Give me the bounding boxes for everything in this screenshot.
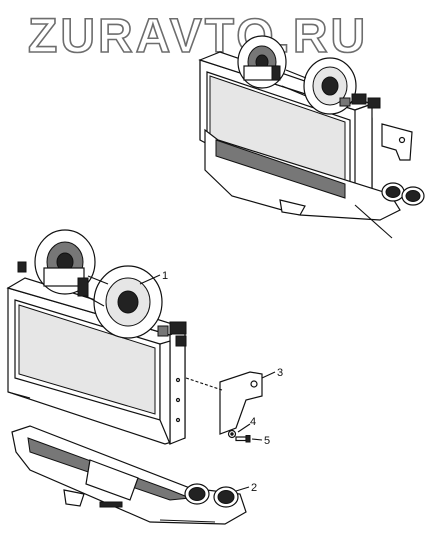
callout-leader-2 [235,486,250,492]
callout-5: 5 [264,435,270,447]
air-duct [11,425,247,525]
callout-leader-4 [237,423,251,433]
assembled-heater-view [198,35,425,239]
callout-leader-3 [261,371,276,379]
mounting-bracket-assembled [381,123,413,161]
mounting-bracket [185,371,263,435]
exploded-heater-view: 1 2 3 4 5 [6,229,283,525]
washer [227,429,237,439]
blower-motor-assembled [237,35,357,115]
air-duct-assembled [204,128,425,239]
connector-block [157,321,187,347]
blower-motor [17,229,163,339]
callout-1: 1 [162,270,168,282]
callout-2: 2 [251,482,257,494]
bolt [235,435,251,443]
callout-3: 3 [277,367,283,379]
connector-block-assembled [339,93,381,109]
callout-leader-5 [251,438,263,441]
callout-leader-1 [139,274,161,285]
callout-4: 4 [250,416,256,428]
watermark-text: ZURAVTO.RU [28,10,368,63]
